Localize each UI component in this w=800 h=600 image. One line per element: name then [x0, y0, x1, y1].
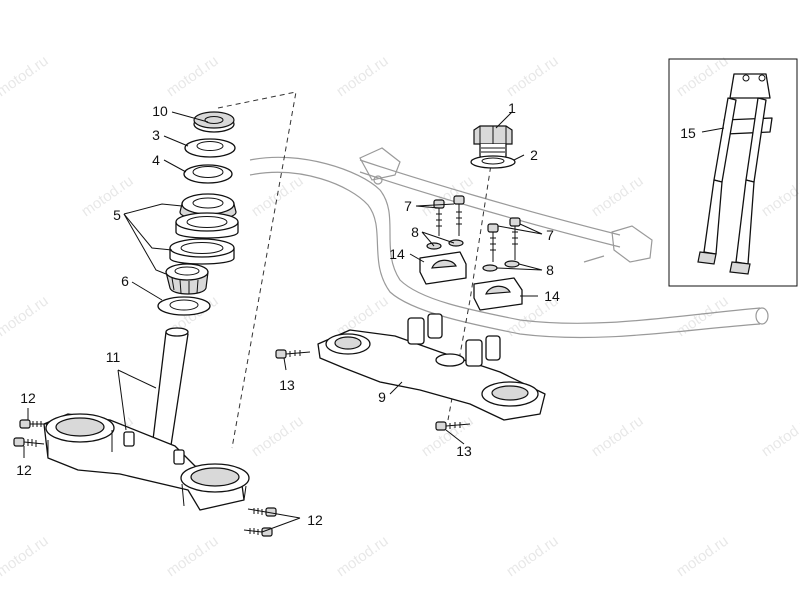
riser-bolt-4 [509, 217, 521, 260]
riser-washers-upper [426, 239, 464, 250]
riser-washers-lower [482, 260, 520, 272]
lower-triple-clamp [43, 327, 250, 511]
watermark-text: motod.ru [333, 532, 391, 580]
bearing-cup-upper [175, 212, 239, 239]
callout-12-lower: 12 [16, 462, 32, 478]
stem-nut [473, 125, 513, 160]
handlebar-clamp-upper-right [473, 277, 523, 311]
watermark-text: motod.ru [758, 412, 800, 460]
stem-nut-washer [470, 155, 516, 169]
lower-bearing [165, 263, 209, 295]
pinch-bolt-right-lower [243, 527, 273, 537]
callout-12-right: 12 [307, 512, 323, 528]
watermark-text: motod.ru [758, 172, 800, 220]
clamp-bolt-right [435, 421, 471, 431]
callout-8-upper: 8 [411, 224, 419, 240]
watermark-text: motod.ru [163, 52, 221, 100]
seal-ring [183, 164, 233, 184]
callout-13-right: 13 [456, 443, 472, 459]
watermark-text: motod.ru [248, 412, 306, 460]
watermark-text: motod.ru [673, 532, 731, 580]
watermark-text: motod.ru [418, 172, 476, 220]
callout-7-left: 7 [404, 198, 412, 214]
callout-10: 10 [152, 103, 168, 119]
callout-3: 3 [152, 127, 160, 143]
callout-1: 1 [508, 100, 516, 116]
callout-13-left: 13 [279, 377, 295, 393]
callout-14-left: 14 [389, 246, 405, 262]
handlebar [249, 156, 769, 339]
watermark-text: motod.ru [0, 292, 52, 340]
pinch-bolt-left-upper [19, 419, 48, 429]
right-lever-clamp [583, 225, 653, 263]
callout-14-right: 14 [544, 288, 560, 304]
bearing-cup-lower [169, 238, 235, 265]
callout-2: 2 [530, 147, 538, 163]
watermark-text: motod.ru [333, 52, 391, 100]
callout-5: 5 [113, 207, 121, 223]
clamp-bolt-left [275, 349, 311, 359]
handlebar-clamp-upper-left [419, 251, 467, 285]
watermark-text: motod.ru [248, 172, 306, 220]
watermark-layer: motod.ru motod.ru motod.ru motod.ru motod.ru… [0, 52, 800, 580]
callout-11: 11 [106, 349, 121, 365]
upper-triple-clamp [317, 313, 546, 421]
watermark-text: motod.ru [588, 412, 646, 460]
watermark-text: motod.ru [673, 52, 731, 100]
washer [184, 138, 236, 158]
watermark-text: motod.ru [0, 532, 52, 580]
watermark-text: motod.ru [588, 172, 646, 220]
dust-seal [157, 296, 211, 316]
watermark-text: motod.ru [0, 52, 52, 100]
pinch-bolt-left-lower [13, 437, 45, 447]
watermark-text: motod.ru [163, 532, 221, 580]
callout-9: 9 [378, 389, 386, 405]
callout-7-right: 7 [546, 227, 554, 243]
watermark-text: motod.ru [503, 532, 561, 580]
adjuster-nut [193, 111, 235, 133]
riser-bolt-3 [487, 223, 499, 262]
watermark-text: motod.ru [503, 52, 561, 100]
riser-bolt-2 [453, 195, 465, 236]
riser-bolt-1 [433, 199, 445, 236]
callout-12-upper: 12 [20, 390, 36, 406]
callout-8-lower: 8 [546, 262, 554, 278]
callout-4: 4 [152, 152, 160, 168]
fork-assembly-inset [668, 58, 798, 287]
left-lever-clamp [359, 147, 401, 185]
callout-labels: 1 2 3 4 5 6 7 7 8 8 9 10 11 12 12 12 13 … [16, 100, 696, 528]
callout-15: 15 [680, 125, 696, 141]
leader-lines [23, 111, 725, 533]
callout-6: 6 [121, 273, 129, 289]
pinch-bolt-right-upper [247, 507, 277, 517]
